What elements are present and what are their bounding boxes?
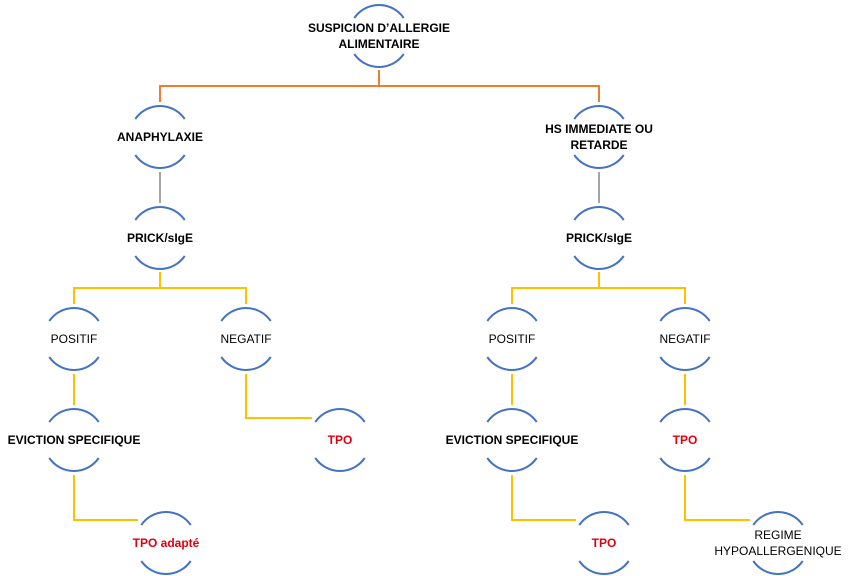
node-root-top-arc: [353, 4, 405, 19]
node-root-bottom-arc: [353, 53, 405, 68]
connector-left-eviction-to-tpo-adapte: [73, 475, 138, 521]
node-right-prick-bottom-arc: [573, 255, 625, 270]
node-hs: HS IMMEDIATE OU RETARDE: [545, 121, 653, 153]
node-right-eviction-top-arc: [486, 408, 538, 423]
node-hs-bottom-arc: [573, 154, 625, 169]
node-right-tpo-positif: TPO: [591, 536, 617, 550]
node-right-negatif-top-arc: [659, 307, 711, 322]
node-left-tpo-bottom-arc: [314, 457, 366, 472]
node-right-tpo-negatif: TPO: [672, 433, 698, 447]
node-left-prick-top-arc: [134, 206, 186, 221]
node-right-tpo-positif-top-arc: [578, 511, 630, 526]
connector-right-prick-to-positif: [511, 272, 600, 304]
node-anaphylaxie-top-arc: [134, 105, 186, 120]
connector-root-to-anaphylaxie: [159, 70, 380, 102]
node-left-negatif-bottom-arc: [220, 356, 272, 371]
node-root-line-1: SUSPICION D’ALLERGIE: [307, 21, 451, 35]
node-left-positif-bottom-arc: [48, 356, 100, 371]
node-regime-top-arc: [752, 511, 804, 526]
node-right-negatif: NEGATIF: [659, 332, 711, 346]
node-left-tpo-adapte-bottom-arc: [140, 560, 192, 575]
node-left-eviction: EVICTION SPECIFIQUE: [7, 433, 141, 447]
node-left-tpo-adapte-top-arc: [140, 511, 192, 526]
node-left-eviction-bottom-arc: [48, 457, 100, 472]
connector-left-prick-to-negatif: [160, 287, 247, 304]
node-left-tpo-top-arc: [314, 408, 366, 423]
node-regime-line-1: REGIME: [754, 528, 802, 542]
connector-left-prick-to-positif: [73, 272, 161, 304]
node-right-prick-top-arc: [573, 206, 625, 221]
node-left-negatif-top-arc: [220, 307, 272, 322]
node-left-eviction-top-arc: [48, 408, 100, 423]
node-right-tpo-negatif-bottom-arc: [659, 457, 711, 472]
connector-left-negatif-to-tpo: [245, 374, 312, 419]
node-left-prick-bottom-arc: [134, 255, 186, 270]
node-left-tpo-adapte: TPO adapté: [132, 536, 200, 550]
connector-right-eviction-to-tpo: [511, 475, 576, 521]
node-right-positif-bottom-arc: [486, 356, 538, 371]
node-root-line-2: ALIMENTAIRE: [338, 37, 420, 51]
node-left-negatif: NEGATIF: [220, 332, 272, 346]
connector-root-to-hs: [379, 85, 600, 102]
node-left-positif-top-arc: [48, 307, 100, 322]
node-hs-top-arc: [573, 105, 625, 120]
node-right-positif: POSITIF: [488, 332, 536, 346]
node-hs-line-1: HS IMMEDIATE OU: [545, 122, 653, 136]
node-anaphylaxie-bottom-arc: [134, 154, 186, 169]
node-right-eviction: EVICTION SPECIFIQUE: [445, 433, 579, 447]
node-anaphylaxie: ANAPHYLAXIE: [116, 130, 204, 144]
node-hs-line-2: RETARDE: [570, 138, 628, 152]
node-regime: REGIME HYPOALLERGENIQUE: [714, 527, 841, 559]
connector-right-prick-to-negatif: [599, 287, 686, 304]
node-left-prick: PRICK/sIgE: [126, 231, 194, 245]
node-left-tpo: TPO: [327, 433, 353, 447]
node-right-prick: PRICK/sIgE: [565, 231, 633, 245]
connector-right-tpo-to-regime: [684, 475, 750, 521]
node-right-tpo-negatif-top-arc: [659, 408, 711, 423]
node-right-negatif-bottom-arc: [659, 356, 711, 371]
node-regime-line-2: HYPOALLERGENIQUE: [714, 544, 842, 558]
node-right-eviction-bottom-arc: [486, 457, 538, 472]
node-regime-bottom-arc: [752, 560, 804, 575]
node-right-tpo-positif-bottom-arc: [578, 560, 630, 575]
node-left-positif: POSITIF: [50, 332, 98, 346]
node-right-positif-top-arc: [486, 307, 538, 322]
node-root: SUSPICION D’ALLERGIE ALIMENTAIRE: [308, 20, 450, 52]
